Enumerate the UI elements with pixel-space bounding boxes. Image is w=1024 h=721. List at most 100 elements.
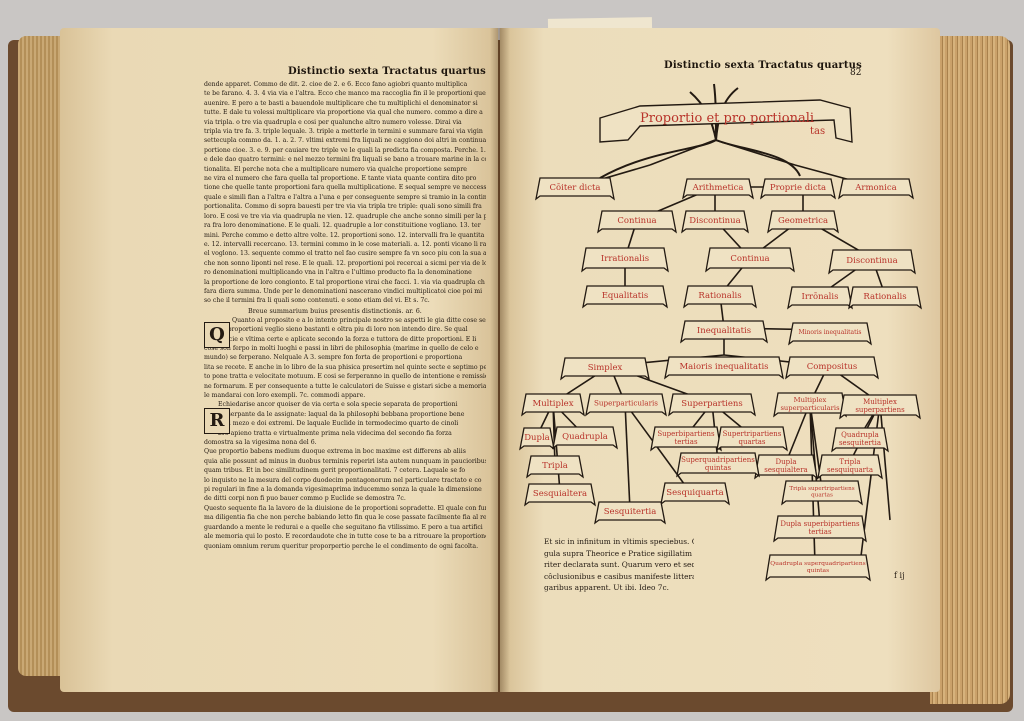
node-proprie: Proprie dicta [760,178,836,200]
text-line: settecupla commo da. 1. a. 2. 7. vltimi … [204,137,486,145]
node-irrationalis: Irrationalis [581,247,669,273]
node-label: quintas [705,464,732,472]
right-running-header: Distinctio sexta Tractatus quartus [664,60,862,71]
node-label: Quadrupla [841,431,879,439]
node-label: Sesquiquarta [666,488,723,498]
text-line: quale e simili fian a l'altra e l'altra … [204,193,486,201]
node-label: Discontinua [689,216,740,226]
text-line: mundo) se ferperano. Nelquale A 3. sempr… [204,354,463,362]
left-running-header: Distinctio sexta Tractatus quartus [288,66,486,77]
node-multiplex: Multiplex [521,393,585,417]
text-line: loro. E cosi ve tre via via quadrupla ne… [204,212,486,220]
text-line: ne vira el numero che fara quella tal pr… [204,175,477,183]
text-line: domostra sa la vigesima nona del 6. [204,439,317,447]
node-label: Inequalitatis [697,326,751,336]
node-label: Superquadripartiens [681,456,755,464]
node-arithmetica: Arithmetica [682,178,754,200]
node-label: tertias [808,528,832,536]
text-line: côclusionibus e casibus manifeste litter… [544,571,694,581]
node-discontinua-b: Discontinua [828,249,916,275]
text-line: so che il termini fra li quali sono cont… [204,297,430,305]
node-simplex: Simplex [560,357,650,381]
node-label: Multiplex [532,399,573,409]
folio-number: 82 [850,68,862,78]
left-text-block: dende apparet. Commo de dit. 2. cioe de … [204,80,486,590]
text-line: quoniam omnium rerum queritur proporpert… [204,542,479,550]
text-line: te be farano. 4. 3. 4 via via e l'altra.… [204,90,486,98]
text-line: Echiedarise ancor quoiser de via certa e… [218,401,458,409]
node-label: sesquialtera [764,466,807,474]
drop-cap-q: Q [204,322,230,348]
node-label: Geometrica [778,216,828,226]
right-text-block: Et sic in infinitum in vltimis speciebus… [544,536,694,594]
node-dupla: Dupla [519,427,555,451]
text-line: che non sonno liponti nel rese. E le qua… [204,259,486,267]
node-label: Cōiter dicta [550,183,601,193]
text-line: ale memoria qui lo posto. E recordaudote… [204,533,486,541]
root-label-tail: tas [810,126,825,137]
node-label: sesquiquarta [827,466,873,474]
text-line: ma diligentia fia che non perche babiand… [204,514,486,522]
node-quadrupla: Quadrupla [552,426,618,450]
text-line: auenire. E pero a te basti a bauendole m… [204,99,478,107]
text-line: tutte. E dale tu volessi multiplicare vi… [204,109,483,117]
text-line: se il mezo e doi extremi. De laquale Euc… [218,420,459,428]
text-line: cose son ferpo in molti luoghi e passi i… [204,344,479,352]
node-label: Dupla [775,458,796,466]
node-label: Tripla supertripartiens [789,486,854,492]
node-label: Continua [730,254,769,264]
text-line: guardando a mente le redurai e a quelle … [204,523,483,531]
text-line: tripla via tre fa. 3. triple lequale. 3.… [204,128,483,136]
node-label: Superparticularis [594,398,658,407]
node-compositus: Compositus [785,356,879,380]
text-line: garibus apparent. Ut ibi. Ideo 7c. [544,583,669,593]
node-label: Quadrupla superquadripartiens [770,560,865,567]
node-label: Arithmetica [692,183,744,193]
text-line: le mandarai con loro exempli. 7c. commod… [204,392,366,399]
node-label: Proprie dicta [770,183,826,193]
node-label: tertias [674,438,698,446]
text-line: Et sic in infinitum in vltimis speciebus… [544,537,694,546]
drop-cap-r: R [204,408,230,434]
text-line: de serpante da le assignate: laqual da l… [218,410,465,418]
node-sesquialtera: Sesquialtera [524,483,596,507]
root-label: Proportio et pro portionali [640,111,814,126]
node-rationalis-b: Rationalis [848,286,922,310]
text-line: tionalita. El perche nota che a multipli… [204,165,467,173]
node-continua-b: Continua [705,247,795,273]
node-communiter: Cōiter dicta [535,177,615,201]
text-line: quam tribus. Et in boc similitudinem ger… [204,467,466,475]
node-label: superpartiens [855,406,905,414]
text-line: de proportioni veglio sieno bastanti e o… [218,326,468,334]
node-equalitatis: Equalitatis [582,285,668,309]
node-label: quintas [807,567,829,574]
node-discontinua-a: Discontinua [681,210,749,234]
page-edges-right [930,36,1010,704]
text-line: dende apparet. Commo de dit. 2. cioe de … [204,81,468,88]
node-label: Rationalis [698,291,741,301]
node-label: Tripla [839,458,860,466]
node-label: Sesquitertia [604,507,657,517]
text-line: ro denominationi multiplicando vna in l'… [204,269,472,277]
text-line: fara diera summa. Unde per le denominati… [204,287,483,295]
node-label: Irrōnalis [802,292,839,302]
signature-mark: f ij [894,571,905,580]
node-label: sesquitertia [839,439,881,447]
node-superpartiens: Superpartiens [668,393,756,417]
tree-branch [879,402,891,521]
node-label: Supertripartiens [723,430,782,438]
text-line: portione cioe. 3. e. 9. per cauiare tre … [204,146,486,154]
node-label: Compositus [807,362,858,372]
node-minoris: Minoris inequalitatis [788,322,872,346]
node-label: superparticularis [780,404,840,412]
text-line: via tripla. o tre via quadrupla e cosi p… [204,118,462,126]
node-label: Quadrupla [562,432,608,442]
